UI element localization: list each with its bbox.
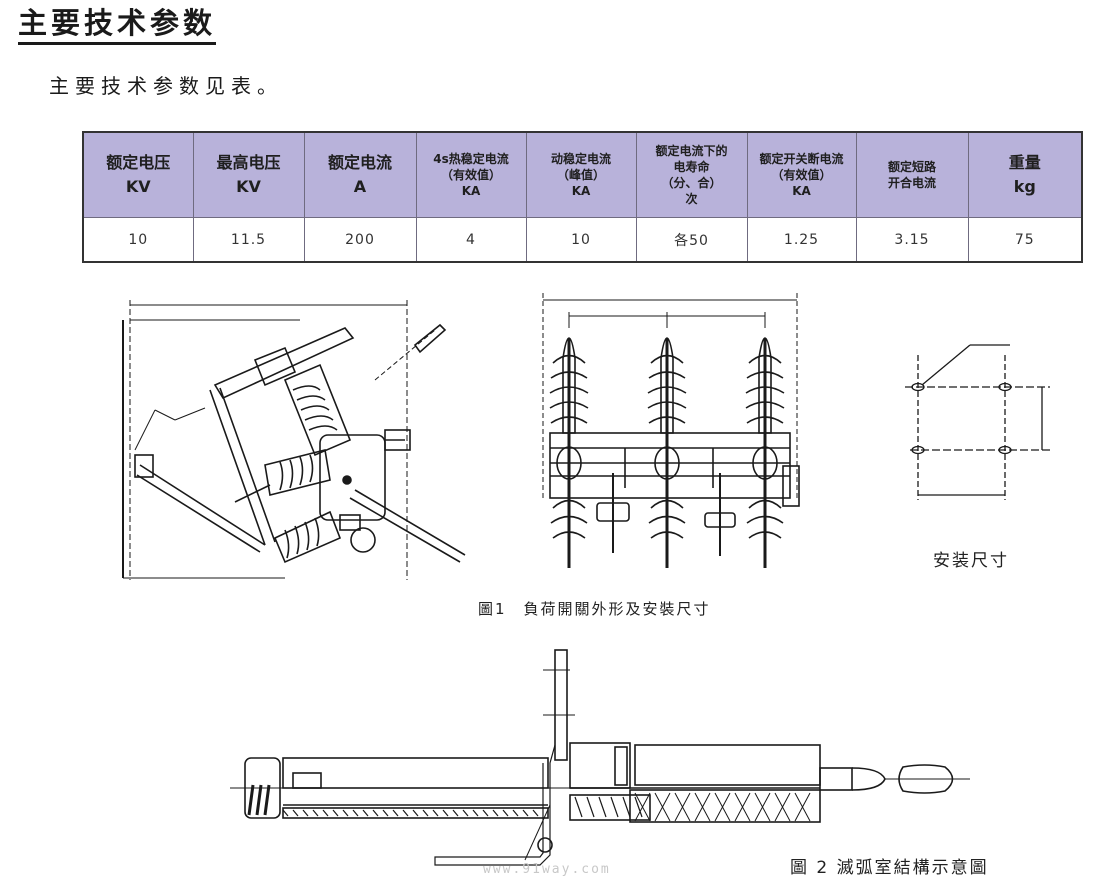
arc-chamber-drawing (230, 649, 970, 866)
header-line: 额定电流 (327, 153, 392, 172)
header-line: KA (461, 184, 481, 198)
figure1-caption: 圖1 負荷開關外形及安裝尺寸 (478, 600, 711, 618)
header-line: （分、合） (661, 176, 722, 190)
header-line: 重量 (1008, 153, 1041, 172)
header-weight: 重量 kg (967, 131, 1083, 218)
figure2-caption: 圖 2 滅弧室結構示意圖 (790, 858, 989, 878)
header-thermal-current: 4s热稳定电流 （有效值） KA (415, 131, 527, 218)
header-line: 额定电压 (106, 153, 171, 172)
value-rated-current: 200 (303, 217, 417, 263)
header-line: 额定开关断电流 (759, 152, 844, 166)
pole-left (549, 337, 589, 568)
header-line: KA (571, 184, 591, 198)
value-breaking-current: 1.25 (746, 217, 857, 263)
switch-side-view-drawing (122, 300, 466, 580)
pole-middle (647, 337, 687, 568)
spec-table: 额定电压 KV 最高电压 KV 额定电流 A 4s热稳定电流 （有效值） KA 动稳定电流… (82, 131, 1083, 263)
value-rated-voltage: 10 (82, 217, 194, 263)
header-line: 额定短路 (887, 160, 936, 174)
mounting-dimension-drawing (905, 344, 1050, 500)
header-rated-current: 额定电流 A (303, 131, 417, 218)
header-line: A (353, 177, 367, 196)
header-short-circuit-making: 额定短路开合电流 (855, 131, 969, 218)
header-max-voltage: 最高电压 KV (192, 131, 305, 218)
value-max-voltage: 11.5 (192, 217, 305, 263)
value-short-circuit-making: 3.15 (855, 217, 969, 263)
header-line: KV (236, 177, 261, 196)
header-line: kg (1013, 177, 1036, 196)
header-line: 额定电流下的 (655, 144, 728, 158)
header-line: （有效值） (771, 168, 832, 182)
header-line: 4s热稳定电流 (433, 152, 509, 166)
header-line: 次 (685, 192, 698, 206)
value-weight: 75 (967, 217, 1083, 263)
header-line: （有效值） (440, 168, 501, 182)
header-line: KA (792, 184, 811, 198)
header-line: （峰值） (556, 168, 605, 182)
switch-front-view-drawing (542, 293, 800, 568)
header-line: 电寿命 (673, 160, 710, 174)
header-breaking-current: 额定开关断电流 （有效值） KA (746, 131, 857, 218)
header-line: 开合电流 (887, 176, 936, 190)
spec-header-row: 额定电压 KV 最高电压 KV 额定电流 A 4s热稳定电流 （有效值） KA 动稳定电流… (82, 131, 1083, 218)
intro-text: 主要技术参数见表。 (49, 74, 283, 98)
section-title: 主要技术参数 (18, 4, 217, 45)
value-thermal-current: 4 (415, 217, 527, 263)
install-dimension-label: 安装尺寸 (933, 551, 1009, 571)
header-rated-voltage: 额定电压 KV (82, 131, 194, 218)
header-electrical-life: 额定电流下的电寿命 （分、合） 次 (635, 131, 748, 218)
spec-value-row: 10 11.5 200 4 10 各50 1.25 3.15 75 (82, 217, 1083, 263)
header-line: 动稳定电流 (550, 152, 611, 166)
pole-right (745, 337, 785, 568)
value-dynamic-current: 10 (525, 217, 637, 263)
header-line: KV (125, 177, 151, 196)
header-line: 最高电压 (216, 153, 281, 172)
watermark: www.91way.com (483, 862, 611, 877)
value-electrical-life: 各50 (635, 217, 748, 263)
header-dynamic-current: 动稳定电流 （峰值） KA (525, 131, 637, 218)
